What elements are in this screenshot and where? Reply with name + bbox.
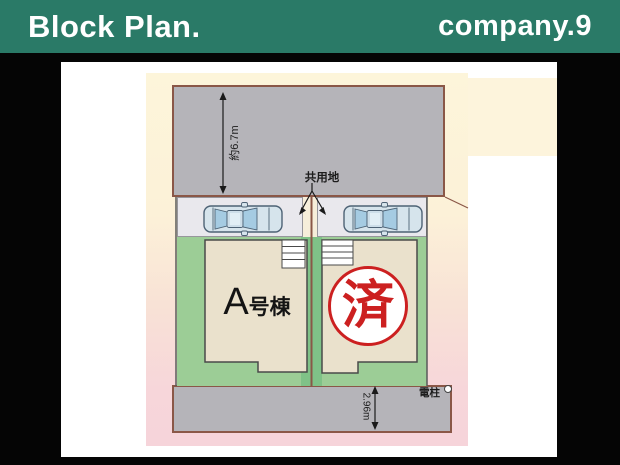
building-a-label-suffix: 号棟 [248,296,291,319]
page-title: Block Plan. [28,8,201,44]
parking-space-lot-a [177,197,303,237]
road-width-dimension-label: 約6.7m [229,125,241,161]
shared-land-label: 共用地 [304,172,340,184]
bottom-road-width-dimension-label: 2.96m [360,392,372,421]
utility-pole-icon [444,385,452,393]
building-a-label-letter: A [223,281,249,323]
bottom-road [172,385,452,433]
sold-stamp-badge: 済 [328,266,408,346]
utility-pole-label: 電柱 [419,387,440,399]
shared-land-strip [303,197,317,237]
company-logo-text: company.9 [438,10,592,42]
sold-stamp-text: 済 [341,277,394,335]
plan-background-extension [468,78,557,156]
header-banner: Block Plan. company.9 [0,0,620,53]
parking-space-lot-b [317,197,427,237]
yard-strip-lot-b [312,237,322,386]
